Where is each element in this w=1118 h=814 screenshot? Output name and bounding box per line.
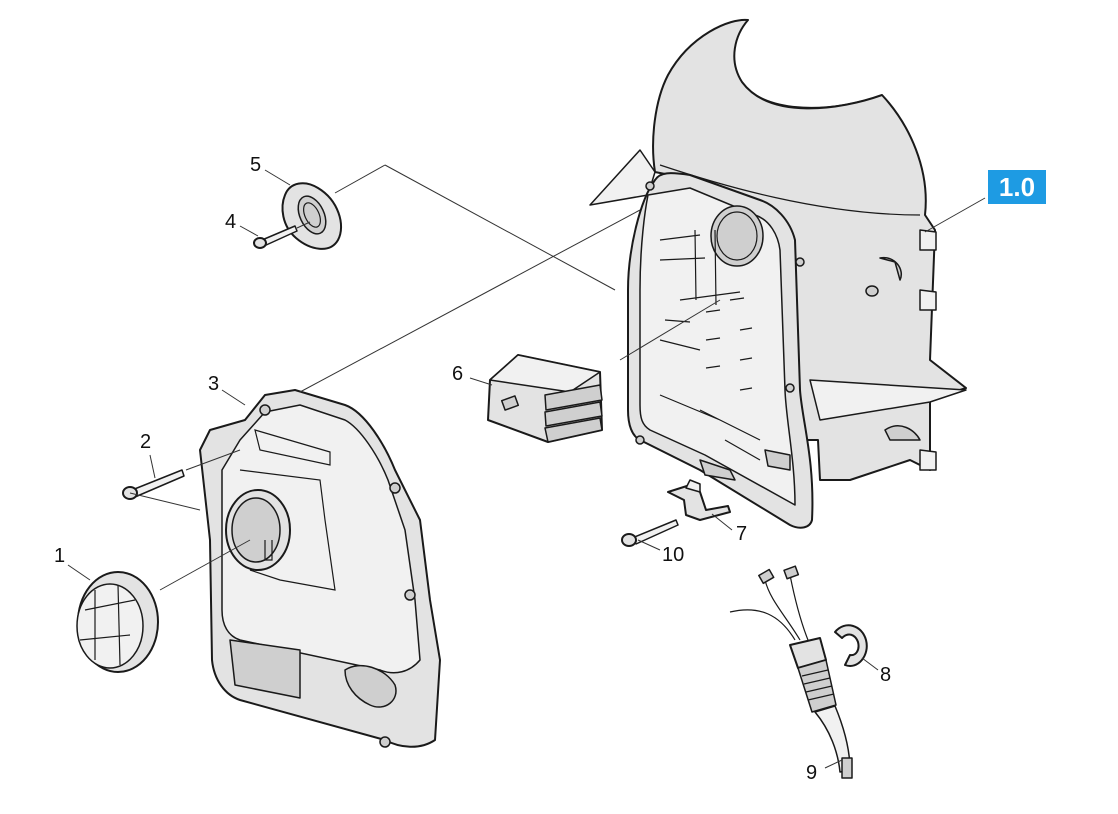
screw-part-10 — [621, 519, 679, 547]
clip-part-7 — [667, 479, 731, 521]
clip-part-8 — [834, 624, 868, 667]
cover-part-3 — [199, 389, 441, 748]
callout-10: 10 — [662, 544, 685, 566]
callout-8: 8 — [880, 664, 892, 686]
knob-part-1 — [76, 571, 159, 673]
screw-part-4 — [253, 225, 298, 249]
callout-2: 2 — [140, 431, 152, 453]
reference-badge[interactable]: 1.0 — [988, 170, 1046, 204]
callout-3: 3 — [208, 373, 220, 395]
callout-1: 1 — [54, 545, 66, 567]
reference-badge-label: 1.0 — [998, 171, 1036, 202]
callout-7: 7 — [736, 523, 748, 545]
callout-6: 6 — [452, 363, 464, 385]
motor-housing — [589, 18, 967, 481]
screw-part-2 — [122, 469, 185, 500]
switch-box-frame — [627, 172, 814, 529]
grommet-part-5 — [281, 182, 343, 250]
switch-block-part-6 — [487, 354, 603, 443]
assembly-leader-lines — [67, 164, 986, 769]
callout-4: 4 — [225, 211, 237, 233]
callout-9: 9 — [806, 762, 818, 784]
cable-part-9 — [729, 565, 853, 779]
callout-5: 5 — [250, 154, 262, 176]
